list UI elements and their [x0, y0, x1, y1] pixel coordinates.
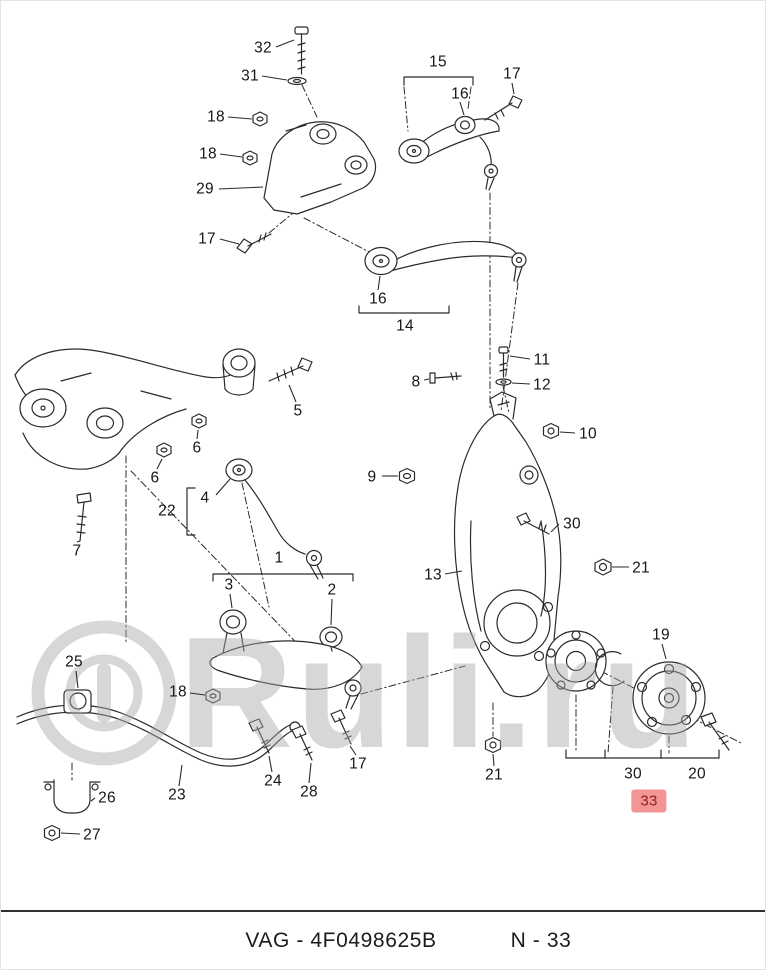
bracket-15 — [403, 76, 474, 86]
watermark: Ruli.ru — [31, 605, 700, 781]
steering-knuckle-13 — [453, 391, 562, 698]
watermark-logo-inner-ring — [65, 654, 143, 732]
watermark-text: Ruli.ru — [179, 605, 700, 781]
subframe — [14, 348, 256, 470]
mount-bracket-29 — [263, 121, 377, 215]
bolt-11-washer-12 — [495, 346, 512, 386]
parts-diagram: Ruli.ru — [14, 26, 742, 842]
wheel-bearing-30 — [545, 630, 625, 692]
nut-18-lower — [242, 150, 258, 166]
nut-18-upper — [252, 111, 268, 127]
bolt-17-upper-left — [236, 232, 272, 254]
washer-31 — [287, 76, 307, 86]
lower-control-arm — [209, 609, 363, 710]
bracket-1 — [212, 573, 354, 582]
bracket-14 — [358, 305, 450, 314]
nut-9 — [398, 467, 416, 485]
bolt-7 — [76, 492, 92, 542]
nut-21-right — [594, 558, 612, 576]
bolt-24 — [248, 718, 271, 754]
guide-link-4 — [225, 458, 324, 580]
bolt-20 — [700, 712, 730, 751]
watermark-logo-outer-ring — [31, 620, 177, 766]
nut-21-bottom — [484, 736, 502, 754]
upper-control-arm-front — [398, 115, 500, 191]
nut-10 — [542, 422, 560, 440]
bolt-5 — [268, 357, 313, 382]
footer: VAG - 4F0498625B N - 33 — [1, 910, 765, 969]
stabilizer-bushing-25 — [63, 689, 92, 714]
nut-27 — [43, 824, 61, 842]
bolt-17-upper-right — [484, 95, 523, 121]
nut-6-upper — [191, 413, 207, 429]
watermark-logo-bar — [97, 663, 111, 723]
footer-part-number: VAG - 4F0498625B — [245, 928, 437, 952]
bolt-17-bottom — [330, 709, 352, 745]
nut-18-arm — [205, 688, 221, 704]
bolt-32 — [294, 26, 309, 75]
wheel-hub-19 — [632, 661, 706, 735]
bracket-22 — [186, 487, 196, 536]
upper-control-arm-rear — [364, 240, 527, 283]
bolt-28 — [291, 725, 313, 761]
bracket-hub-group — [565, 749, 720, 759]
bolt-8 — [429, 371, 462, 384]
nut-6-lower — [156, 442, 172, 458]
footer-page-number: N - 33 — [510, 928, 572, 952]
stabilizer-bracket-26 — [43, 779, 101, 814]
bolt-30-middle — [516, 512, 550, 535]
